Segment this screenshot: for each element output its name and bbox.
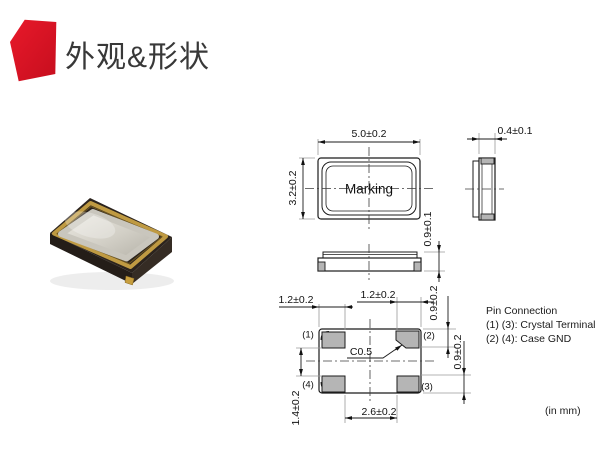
dim-pad1-width: 1.2±0.2 <box>278 293 314 306</box>
side-view <box>465 133 507 221</box>
side-pad-top <box>480 157 495 165</box>
marking-label: Marking <box>344 181 394 197</box>
pin-connection-note: Pin Connection (1) (3): Crystal Terminal… <box>486 304 596 346</box>
lid-highlight <box>64 211 116 239</box>
header: 外观&形状 <box>0 0 614 95</box>
bottom-view <box>279 296 471 423</box>
dim-pad3-height: 0.9±0.2 <box>451 334 464 370</box>
pin-connection-title: Pin Connection <box>486 305 558 317</box>
units-note: (in mm) <box>545 405 581 417</box>
photo-shadow <box>50 272 174 290</box>
pin-2-label: (2) <box>423 330 435 342</box>
front-pad-left <box>317 261 326 272</box>
dim-package-thickness: 0.9±0.1 <box>421 211 434 247</box>
package-side-left <box>50 233 132 284</box>
component-photo <box>50 198 174 290</box>
front-view <box>317 241 445 282</box>
pad-1 <box>321 331 346 349</box>
dim-body-height: 3.2±0.2 <box>286 170 299 206</box>
pad-4 <box>321 375 346 393</box>
chamfer-label: C0.5 <box>349 345 373 358</box>
pad-3 <box>396 375 420 393</box>
pin-4-label: (4) <box>302 379 314 391</box>
pin-1-label: (1) <box>302 329 314 341</box>
gold-castellation-pad <box>124 275 135 286</box>
dim-pad2-height: 0.9±0.2 <box>427 285 440 321</box>
front-pad-right <box>413 261 422 272</box>
chamfer-leader-arrow <box>394 344 403 351</box>
gold-seal-ring <box>52 201 168 269</box>
pin-connection-gnd-line: (2) (4): Case GND <box>486 333 572 345</box>
dim-pad2-width: 1.2±0.2 <box>360 288 396 301</box>
metal-lid <box>58 209 159 262</box>
dim-pad-gap-vertical: 1.4±0.2 <box>289 390 302 426</box>
pin-connection-crystal-line: (1) (3): Crystal Terminal <box>486 319 596 331</box>
side-pad-bottom <box>480 213 495 221</box>
page-title: 外观&形状 <box>65 41 211 74</box>
dim-pad-gap-horizontal: 2.6±0.2 <box>361 405 397 418</box>
dim-side-width: 0.4±0.1 <box>497 124 533 137</box>
brand-logo-icon <box>10 19 57 82</box>
pin-3-label: (3) <box>421 381 433 393</box>
pad-2-chamfered <box>395 330 420 349</box>
dim-body-width: 5.0±0.2 <box>351 127 387 140</box>
package-side-right <box>132 237 172 284</box>
top-view <box>299 139 434 232</box>
